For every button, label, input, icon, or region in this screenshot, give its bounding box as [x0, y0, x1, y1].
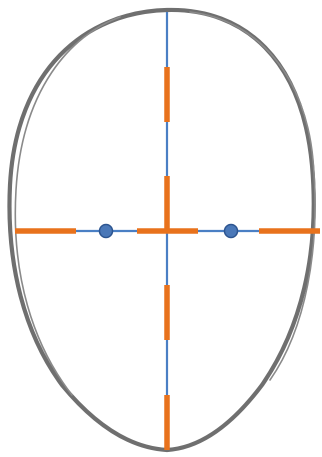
left-eye-marker: [100, 225, 113, 238]
right-eye-marker: [225, 225, 238, 238]
